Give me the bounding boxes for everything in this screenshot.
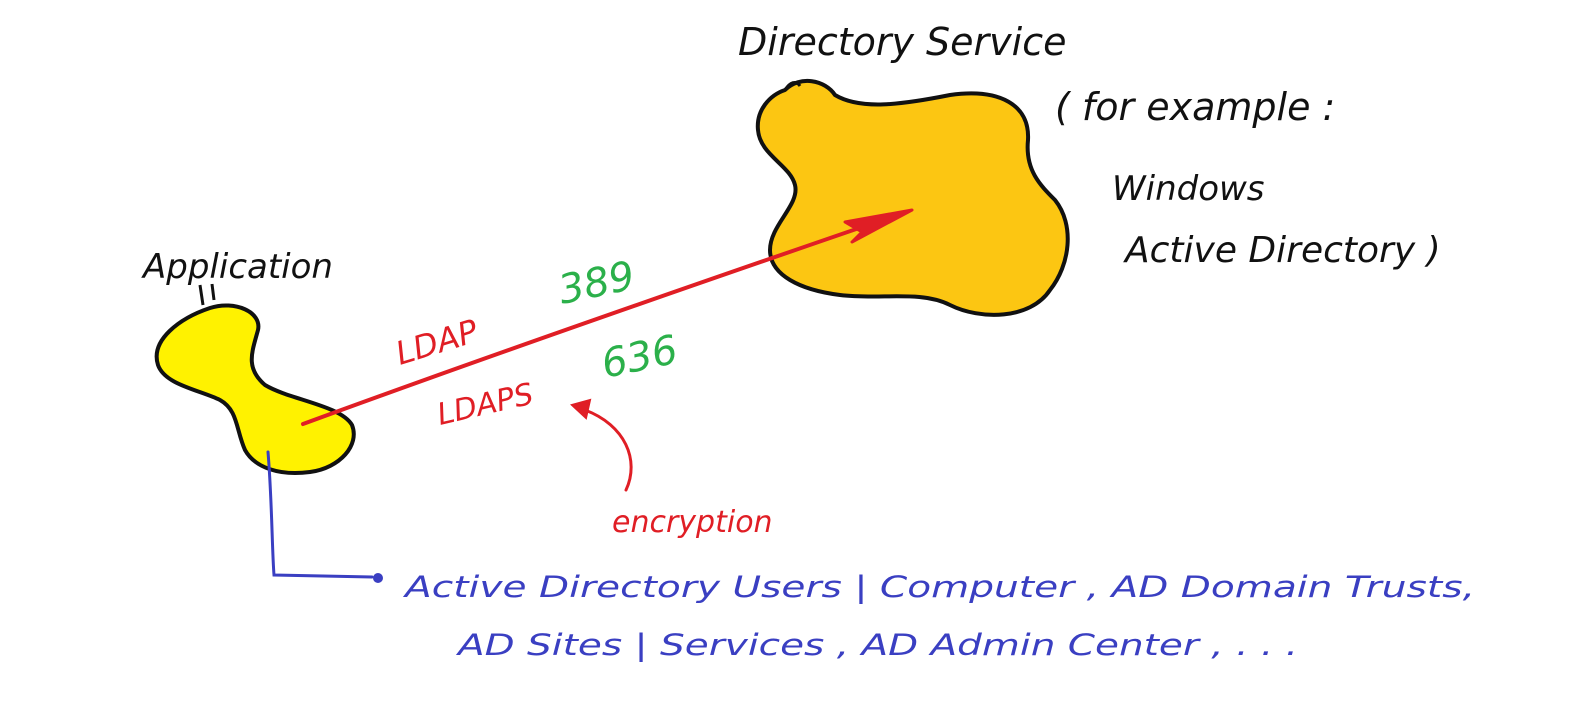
ldap-arrowhead [843, 208, 914, 244]
tools-connector-dot [373, 573, 383, 583]
ldap-port: 389 [555, 253, 639, 314]
encryption-label: encryption [612, 505, 773, 540]
tools-line1: Active Directory Users | Computer , AD D… [402, 570, 1475, 604]
directory-service-title: Directory Service [738, 20, 1067, 64]
directory-service-nub [783, 81, 802, 91]
directory-example-line2: Windows [1112, 169, 1265, 209]
ldap-connection-line [301, 212, 902, 426]
directory-example-line3: Active Directory ) [1123, 230, 1441, 271]
tools-line2: AD Sites | Services , AD Admin Center , … [455, 628, 1298, 662]
ldaps-port: 636 [598, 327, 682, 388]
application-title: Application [141, 247, 333, 287]
application-blob [154, 303, 356, 475]
tools-connector-line [266, 450, 374, 579]
encryption-pointer-arrowhead [570, 398, 592, 420]
application-stem-mark [198, 283, 216, 306]
directory-example-line1: ( for example : [1055, 85, 1335, 129]
directory-service-blob [755, 78, 1070, 317]
ldaps-label: LDAPS [434, 377, 537, 433]
encryption-pointer-line [583, 408, 633, 492]
